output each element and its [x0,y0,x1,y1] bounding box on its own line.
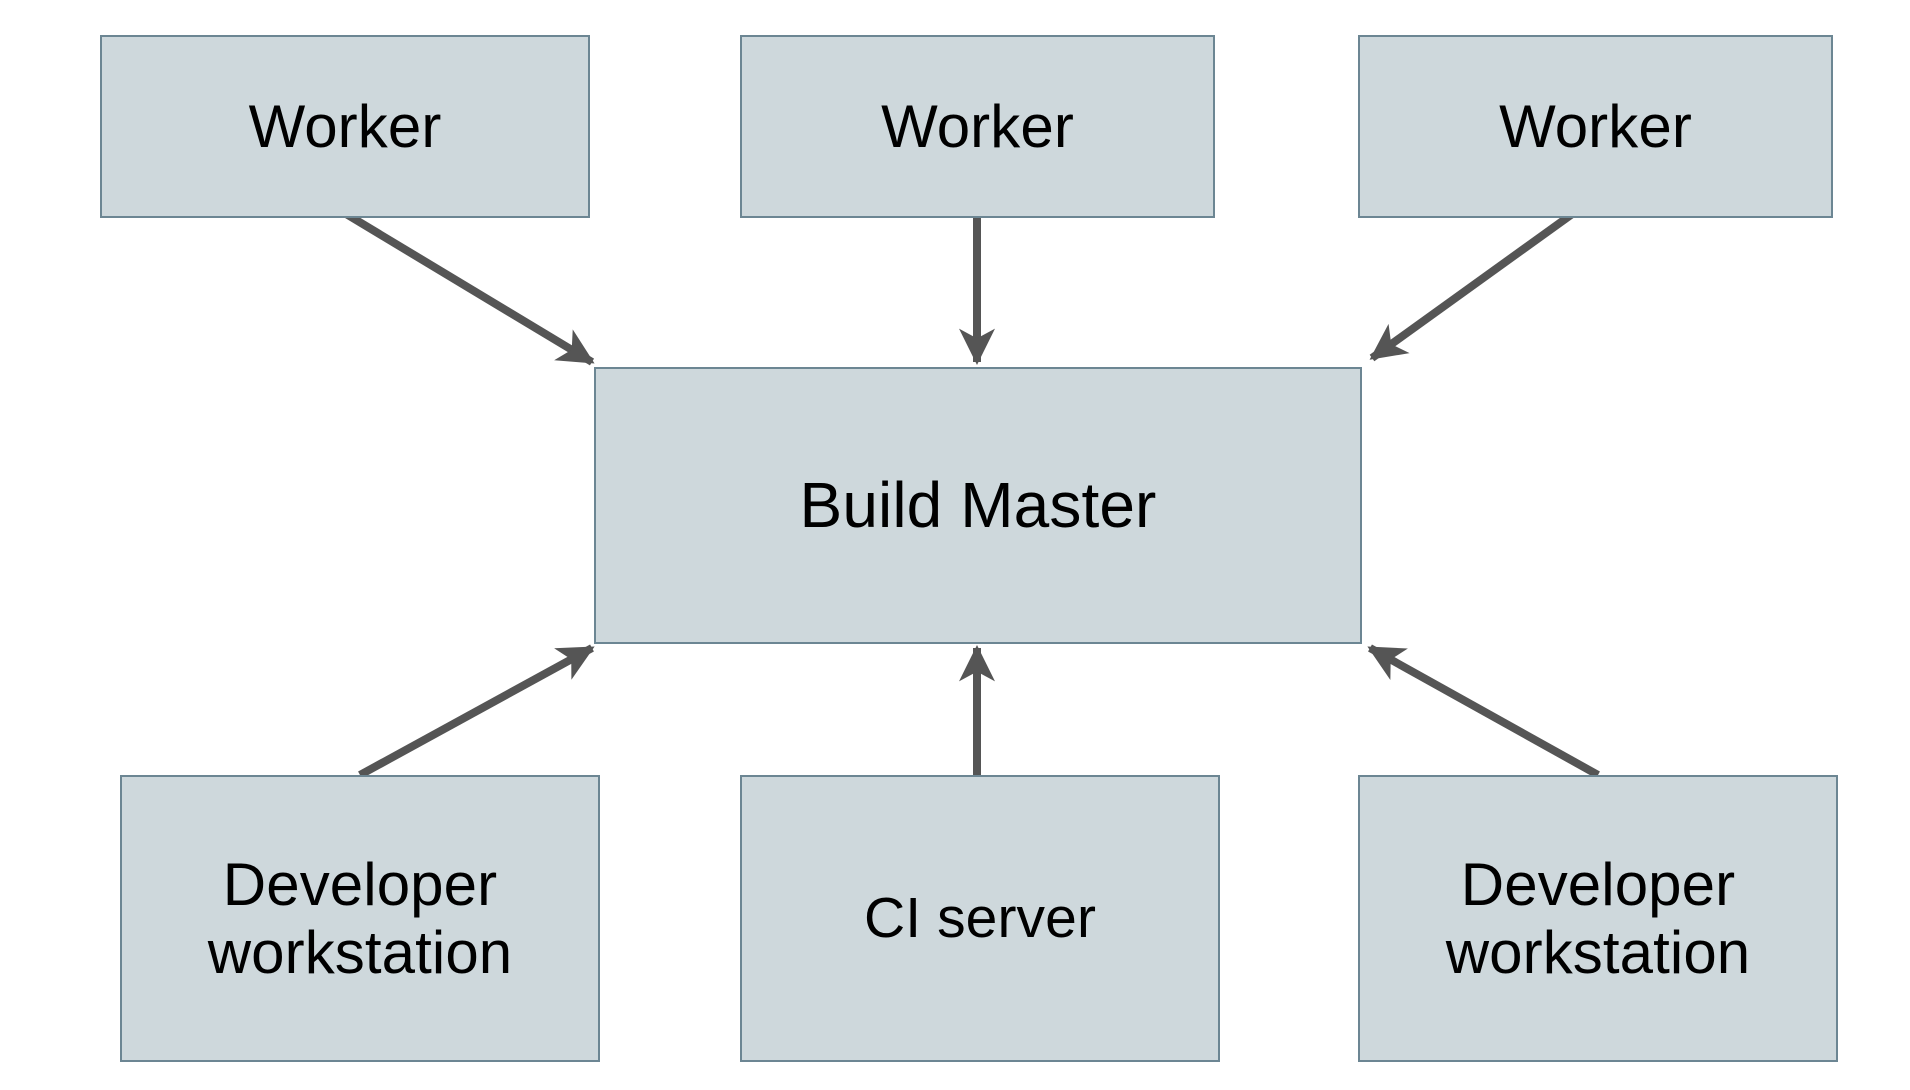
node-worker-3-label: Worker [1499,92,1692,160]
edge-dev-right-to-build-master [1367,644,1600,779]
node-developer-workstation-left[interactable]: Developer workstation [120,775,600,1062]
node-worker-1[interactable]: Worker [100,35,590,218]
node-worker-1-label: Worker [248,92,442,160]
node-worker-2[interactable]: Worker [740,35,1215,218]
node-build-master-label: Build Master [799,468,1157,541]
node-build-master[interactable]: Build Master [594,367,1362,644]
node-developer-workstation-left-label: Developer workstation [207,851,513,986]
node-developer-workstation-right-label: Developer workstation [1445,851,1751,986]
node-ci-server[interactable]: CI server [740,775,1220,1062]
node-developer-workstation-right[interactable]: Developer workstation [1358,775,1838,1062]
edge-dev-left-to-build-master [358,644,595,779]
node-ci-server-label: CI server [863,885,1097,950]
node-worker-3[interactable]: Worker [1358,35,1833,218]
node-worker-2-label: Worker [881,92,1074,160]
